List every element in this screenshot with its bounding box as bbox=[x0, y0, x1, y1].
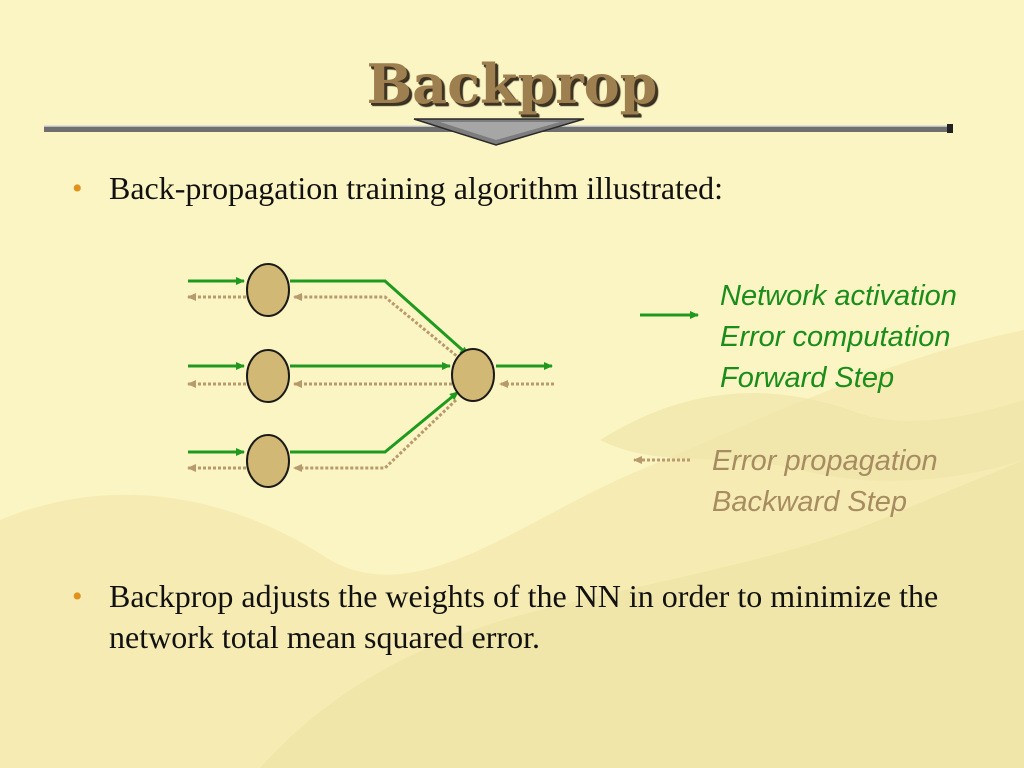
bullet-2: • Backprop adjusts the weights of the NN… bbox=[72, 576, 952, 658]
hidden-node-3 bbox=[246, 434, 290, 488]
bullet-marker: • bbox=[72, 172, 83, 205]
bullet-2-text: Backprop adjusts the weights of the NN i… bbox=[109, 578, 939, 655]
title-divider bbox=[44, 118, 953, 146]
legend-backward-line-2: Backward Step bbox=[712, 486, 908, 518]
legend-forward-text: Network activation Error computation For… bbox=[720, 276, 957, 399]
hidden-node-1 bbox=[246, 263, 290, 317]
nodes bbox=[246, 263, 495, 488]
bullet-1-text: Back-propagation training algorithm illu… bbox=[109, 170, 724, 206]
hidden3-to-output-arrow bbox=[290, 390, 459, 454]
legend-backward-line-1: Error propagation bbox=[712, 445, 938, 477]
legend-forward-line-1: Network activation bbox=[720, 280, 957, 312]
legend-forward-line-2: Error computation bbox=[720, 321, 951, 353]
forward-arrows bbox=[188, 277, 553, 456]
backward-arrows bbox=[187, 293, 554, 472]
legend-backward-text: Error propagation Backward Step bbox=[712, 441, 938, 523]
output-to-hidden3-arrow bbox=[293, 398, 458, 472]
hidden1-to-output-arrow bbox=[290, 279, 469, 357]
hidden-node-2 bbox=[246, 349, 290, 403]
output-node bbox=[451, 348, 495, 402]
output-to-hidden1-arrow bbox=[293, 293, 465, 364]
slide-title: Backprop bbox=[366, 52, 658, 116]
bullet-marker: • bbox=[72, 580, 83, 613]
bullet-1: • Back-propagation training algorithm il… bbox=[72, 168, 952, 209]
legend-forward-line-3: Forward Step bbox=[720, 362, 895, 394]
